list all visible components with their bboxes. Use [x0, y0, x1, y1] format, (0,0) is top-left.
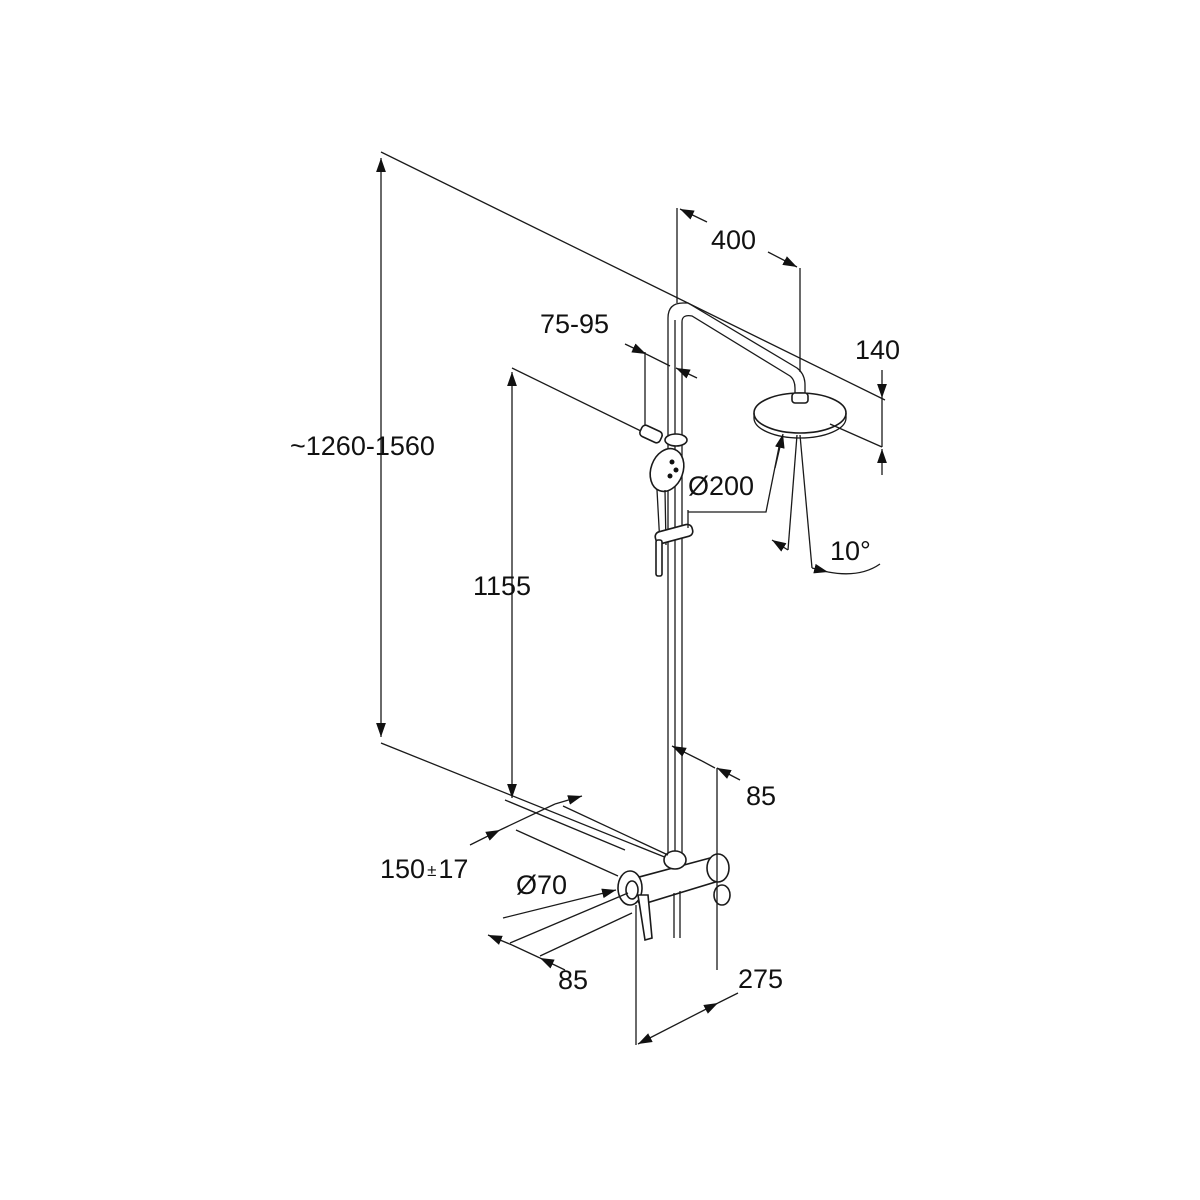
hand-shower — [639, 424, 694, 577]
head-shower — [753, 392, 847, 439]
center-distance-value: 150 — [380, 854, 426, 884]
total-height-label: ~1260-1560 — [290, 431, 435, 461]
arm-length-label: 400 — [711, 225, 757, 255]
thermostatic-mixer — [617, 850, 731, 942]
mixer-width-label: 275 — [738, 964, 784, 994]
riser-depth-dimension — [671, 745, 741, 970]
head-height-label: 140 — [855, 335, 901, 365]
riser-pipe — [667, 302, 806, 860]
center-distance-tolerance: 17 — [438, 854, 469, 884]
center-distance-label: 150±17 — [380, 856, 468, 883]
head-height-dimension — [829, 370, 887, 475]
rail-height-label: 1155 — [473, 571, 532, 601]
plus-minus-sign: ± — [427, 861, 437, 880]
rail-height-dimension — [504, 367, 646, 851]
escutcheon-dimension — [487, 888, 633, 971]
head-diameter-label: Ø200 — [688, 471, 755, 501]
head-diameter-leader — [688, 433, 785, 513]
holder-offset-dimension — [624, 343, 698, 430]
total-height-dimension — [376, 151, 886, 861]
holder-offset-label: 75-95 — [540, 309, 610, 339]
mixer-depth-label: 85 — [558, 965, 589, 995]
riser-depth-label: 85 — [746, 781, 777, 811]
center-distance-dimension — [469, 795, 669, 877]
escutcheon-diameter-label: Ø70 — [516, 870, 568, 900]
tilt-angle-dimension — [771, 434, 881, 575]
arm-length-dimension — [676, 208, 801, 372]
mixer-width-dimension — [635, 905, 739, 1045]
tilt-angle-label: 10° — [830, 536, 871, 566]
